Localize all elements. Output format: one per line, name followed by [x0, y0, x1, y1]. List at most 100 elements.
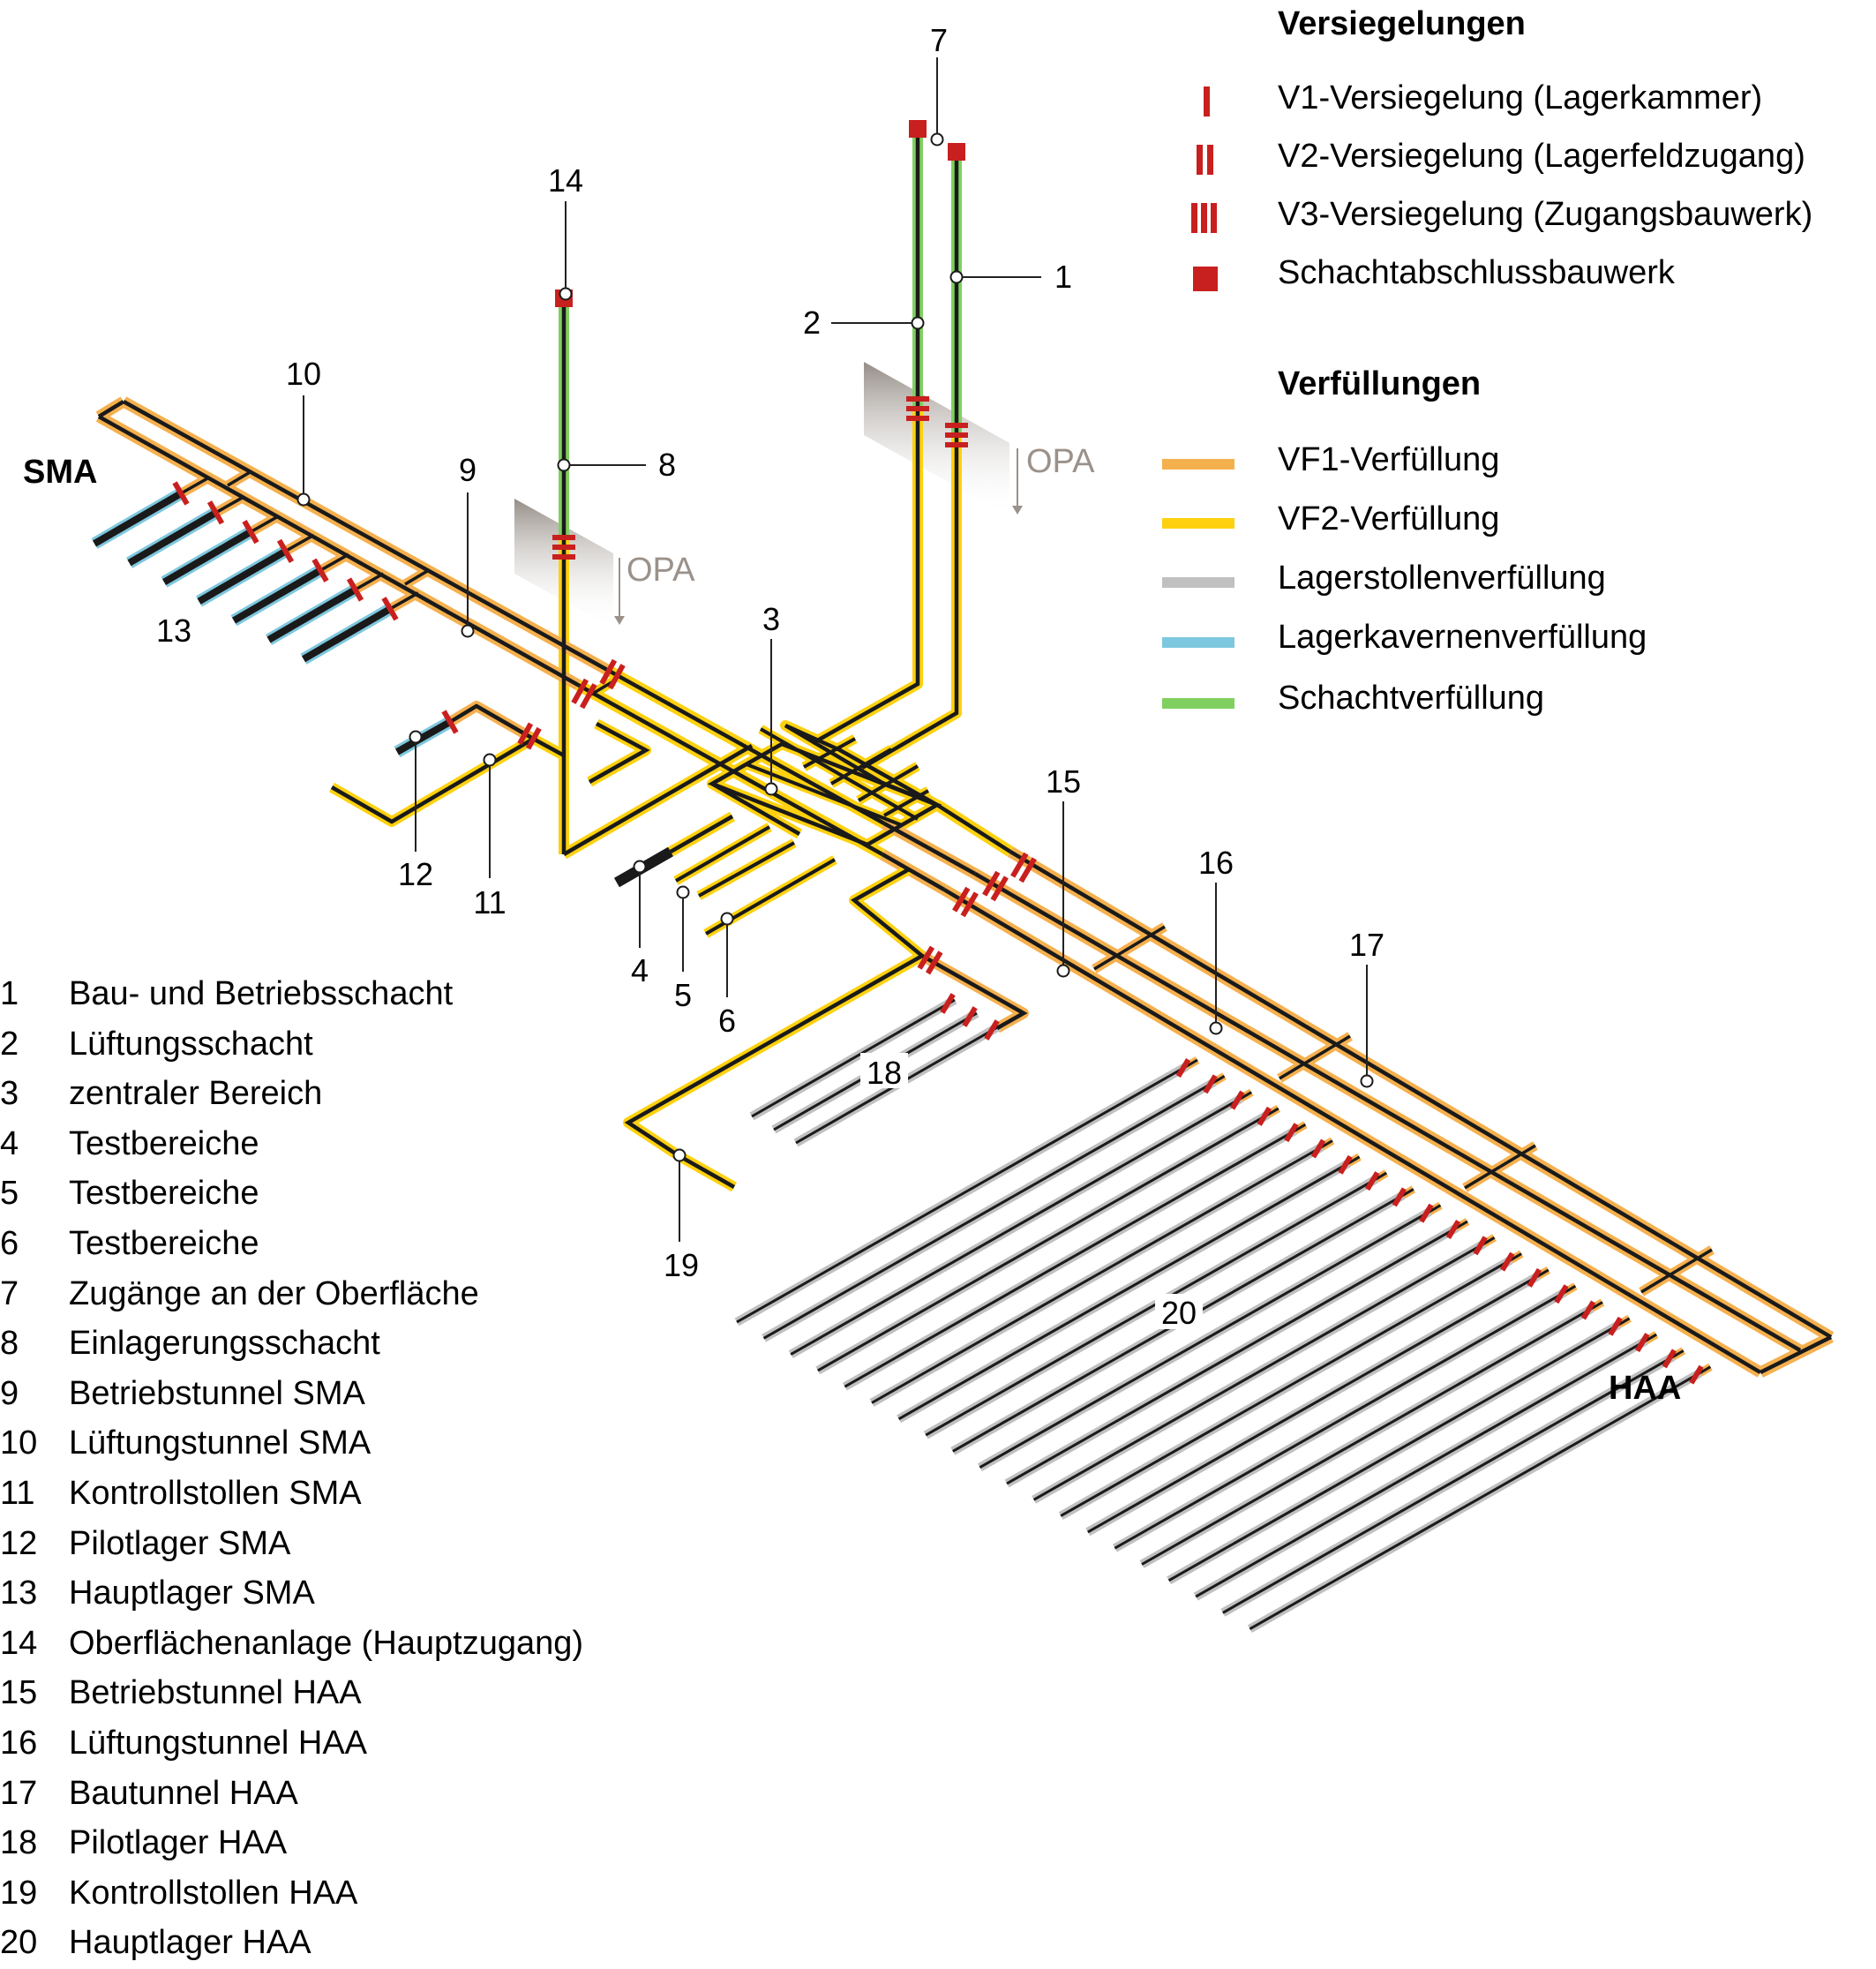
haa-main-access [1456, 1220, 1468, 1229]
callout-1: 1 [1054, 259, 1072, 295]
tunnel-core-layer [92, 132, 1833, 1631]
seal-bar [525, 726, 542, 750]
central-grid-line [746, 763, 903, 827]
sma-pilot-access-lower [533, 738, 566, 757]
key-number: 5 [0, 1175, 19, 1213]
seal-v2-haa-pilot [917, 945, 943, 975]
seal-bar [172, 481, 190, 506]
callout-dot-12 [409, 730, 423, 744]
legend-label-vf1: VF1-Verfüllung [1278, 441, 1500, 478]
key-number: 1 [0, 975, 19, 1012]
sma-cross [589, 680, 614, 697]
haa-main-access [1510, 1252, 1522, 1261]
callout-dot-5 [676, 885, 690, 899]
sma-cavern-13 [266, 585, 359, 643]
seal-bar [1284, 1123, 1299, 1143]
seal-v1-haa-main [1203, 1074, 1218, 1094]
seal-v1-haa-main [1554, 1284, 1569, 1304]
sma-cross [404, 568, 430, 586]
seal-bar [346, 577, 364, 602]
central-grid-line [803, 737, 856, 769]
haa-main-tunnel-20 [1006, 1226, 1458, 1485]
seal-v1-haa-main [1364, 1171, 1380, 1191]
haa-cross [1464, 1165, 1501, 1190]
haa-cross [1676, 1248, 1713, 1273]
tunnel-17-start [935, 803, 1012, 853]
seal-bar [1175, 1058, 1191, 1078]
key-label: Kontrollstollen HAA [69, 1874, 358, 1912]
seal-v1-haa-main [1473, 1236, 1488, 1256]
haa-main-tunnel-20 [871, 1146, 1323, 1404]
callout-17: 17 [1349, 927, 1384, 963]
seal-v2-sma-pilot [517, 722, 542, 750]
haa-main-tunnel-20 [1060, 1259, 1512, 1517]
sma-cavern-13 [231, 566, 325, 624]
callout-dot-4 [633, 860, 647, 874]
haa-main-access [1375, 1171, 1387, 1181]
seal-v1-sma-cavern [346, 577, 364, 602]
key-label: Testbereiche [69, 1175, 259, 1213]
haa-main-tunnel-20 [817, 1113, 1269, 1372]
seal-v1-haa-main [1175, 1058, 1191, 1078]
haa-pilot-18 [751, 998, 956, 1118]
shaft-1-lower [860, 434, 959, 770]
seal-v1-haa-main [1310, 1139, 1326, 1159]
seal-bar [1608, 1316, 1623, 1336]
key-label: Pilotlager SMA [69, 1524, 291, 1562]
seal-bar [1257, 1106, 1272, 1126]
seal-v1-haa-main [1229, 1090, 1245, 1110]
key-label: Einlagerungsschacht [69, 1325, 380, 1363]
seal-v1-haa-pilot [940, 993, 956, 1014]
seal-v1-haa-main [1419, 1203, 1434, 1223]
sma-kontroll-11-fill [329, 732, 540, 827]
haa-main-tunnel-20 [1195, 1339, 1647, 1598]
seal-v2-haa-17 [1010, 852, 1037, 883]
haa-main-tunnel-20 [1032, 1242, 1485, 1501]
key-number: 19 [0, 1874, 38, 1912]
single-bar-seal-icon [1203, 86, 1212, 116]
key-label: Lüftungstunnel SMA [69, 1424, 371, 1462]
seal-bar [1203, 1074, 1218, 1094]
seal-bar [517, 722, 534, 746]
test-area-5 [675, 825, 770, 883]
shaft-closure-1 [948, 143, 965, 161]
key-number: 18 [0, 1824, 38, 1862]
callout-dot-9 [461, 624, 475, 638]
key-label: Testbereiche [69, 1124, 259, 1162]
opa-shading [864, 362, 1009, 516]
callout-dot-7 [930, 132, 944, 147]
key-number: 14 [0, 1624, 38, 1662]
seal-v1-haa-main [1608, 1316, 1623, 1336]
tunnel-17-haa [1009, 850, 1833, 1339]
callout-dot-3 [764, 782, 778, 796]
haa-main-access [1347, 1155, 1361, 1165]
callout-dot-16 [1209, 1021, 1223, 1035]
seal-bar [1580, 1300, 1596, 1320]
callout-dot-11 [483, 753, 497, 767]
haa-main-access [1294, 1123, 1307, 1132]
seal-v1-haa-main [1689, 1364, 1704, 1385]
seal-bar [579, 683, 597, 710]
key-number: 9 [0, 1374, 19, 1412]
key-number: 20 [0, 1924, 38, 1962]
key-label: zentraler Bereich [69, 1075, 323, 1113]
seal-bar [1473, 1236, 1488, 1256]
callout-dot-8 [557, 458, 571, 472]
key-label: Zugänge an der Oberfläche [69, 1274, 479, 1312]
seal-bar [1445, 1220, 1461, 1239]
key-label: Betriebstunnel SMA [69, 1374, 365, 1412]
sma-pilot-access [448, 703, 537, 741]
tunnel-16-start [882, 822, 977, 876]
seal-v2-sma-9 [571, 678, 597, 710]
seal-bar [311, 558, 329, 582]
sma-cavern-access [321, 552, 349, 571]
key-label: Lüftungstunnel HAA [69, 1724, 368, 1762]
haa-main-access [1186, 1058, 1198, 1068]
tunnel-10-central [607, 669, 886, 825]
